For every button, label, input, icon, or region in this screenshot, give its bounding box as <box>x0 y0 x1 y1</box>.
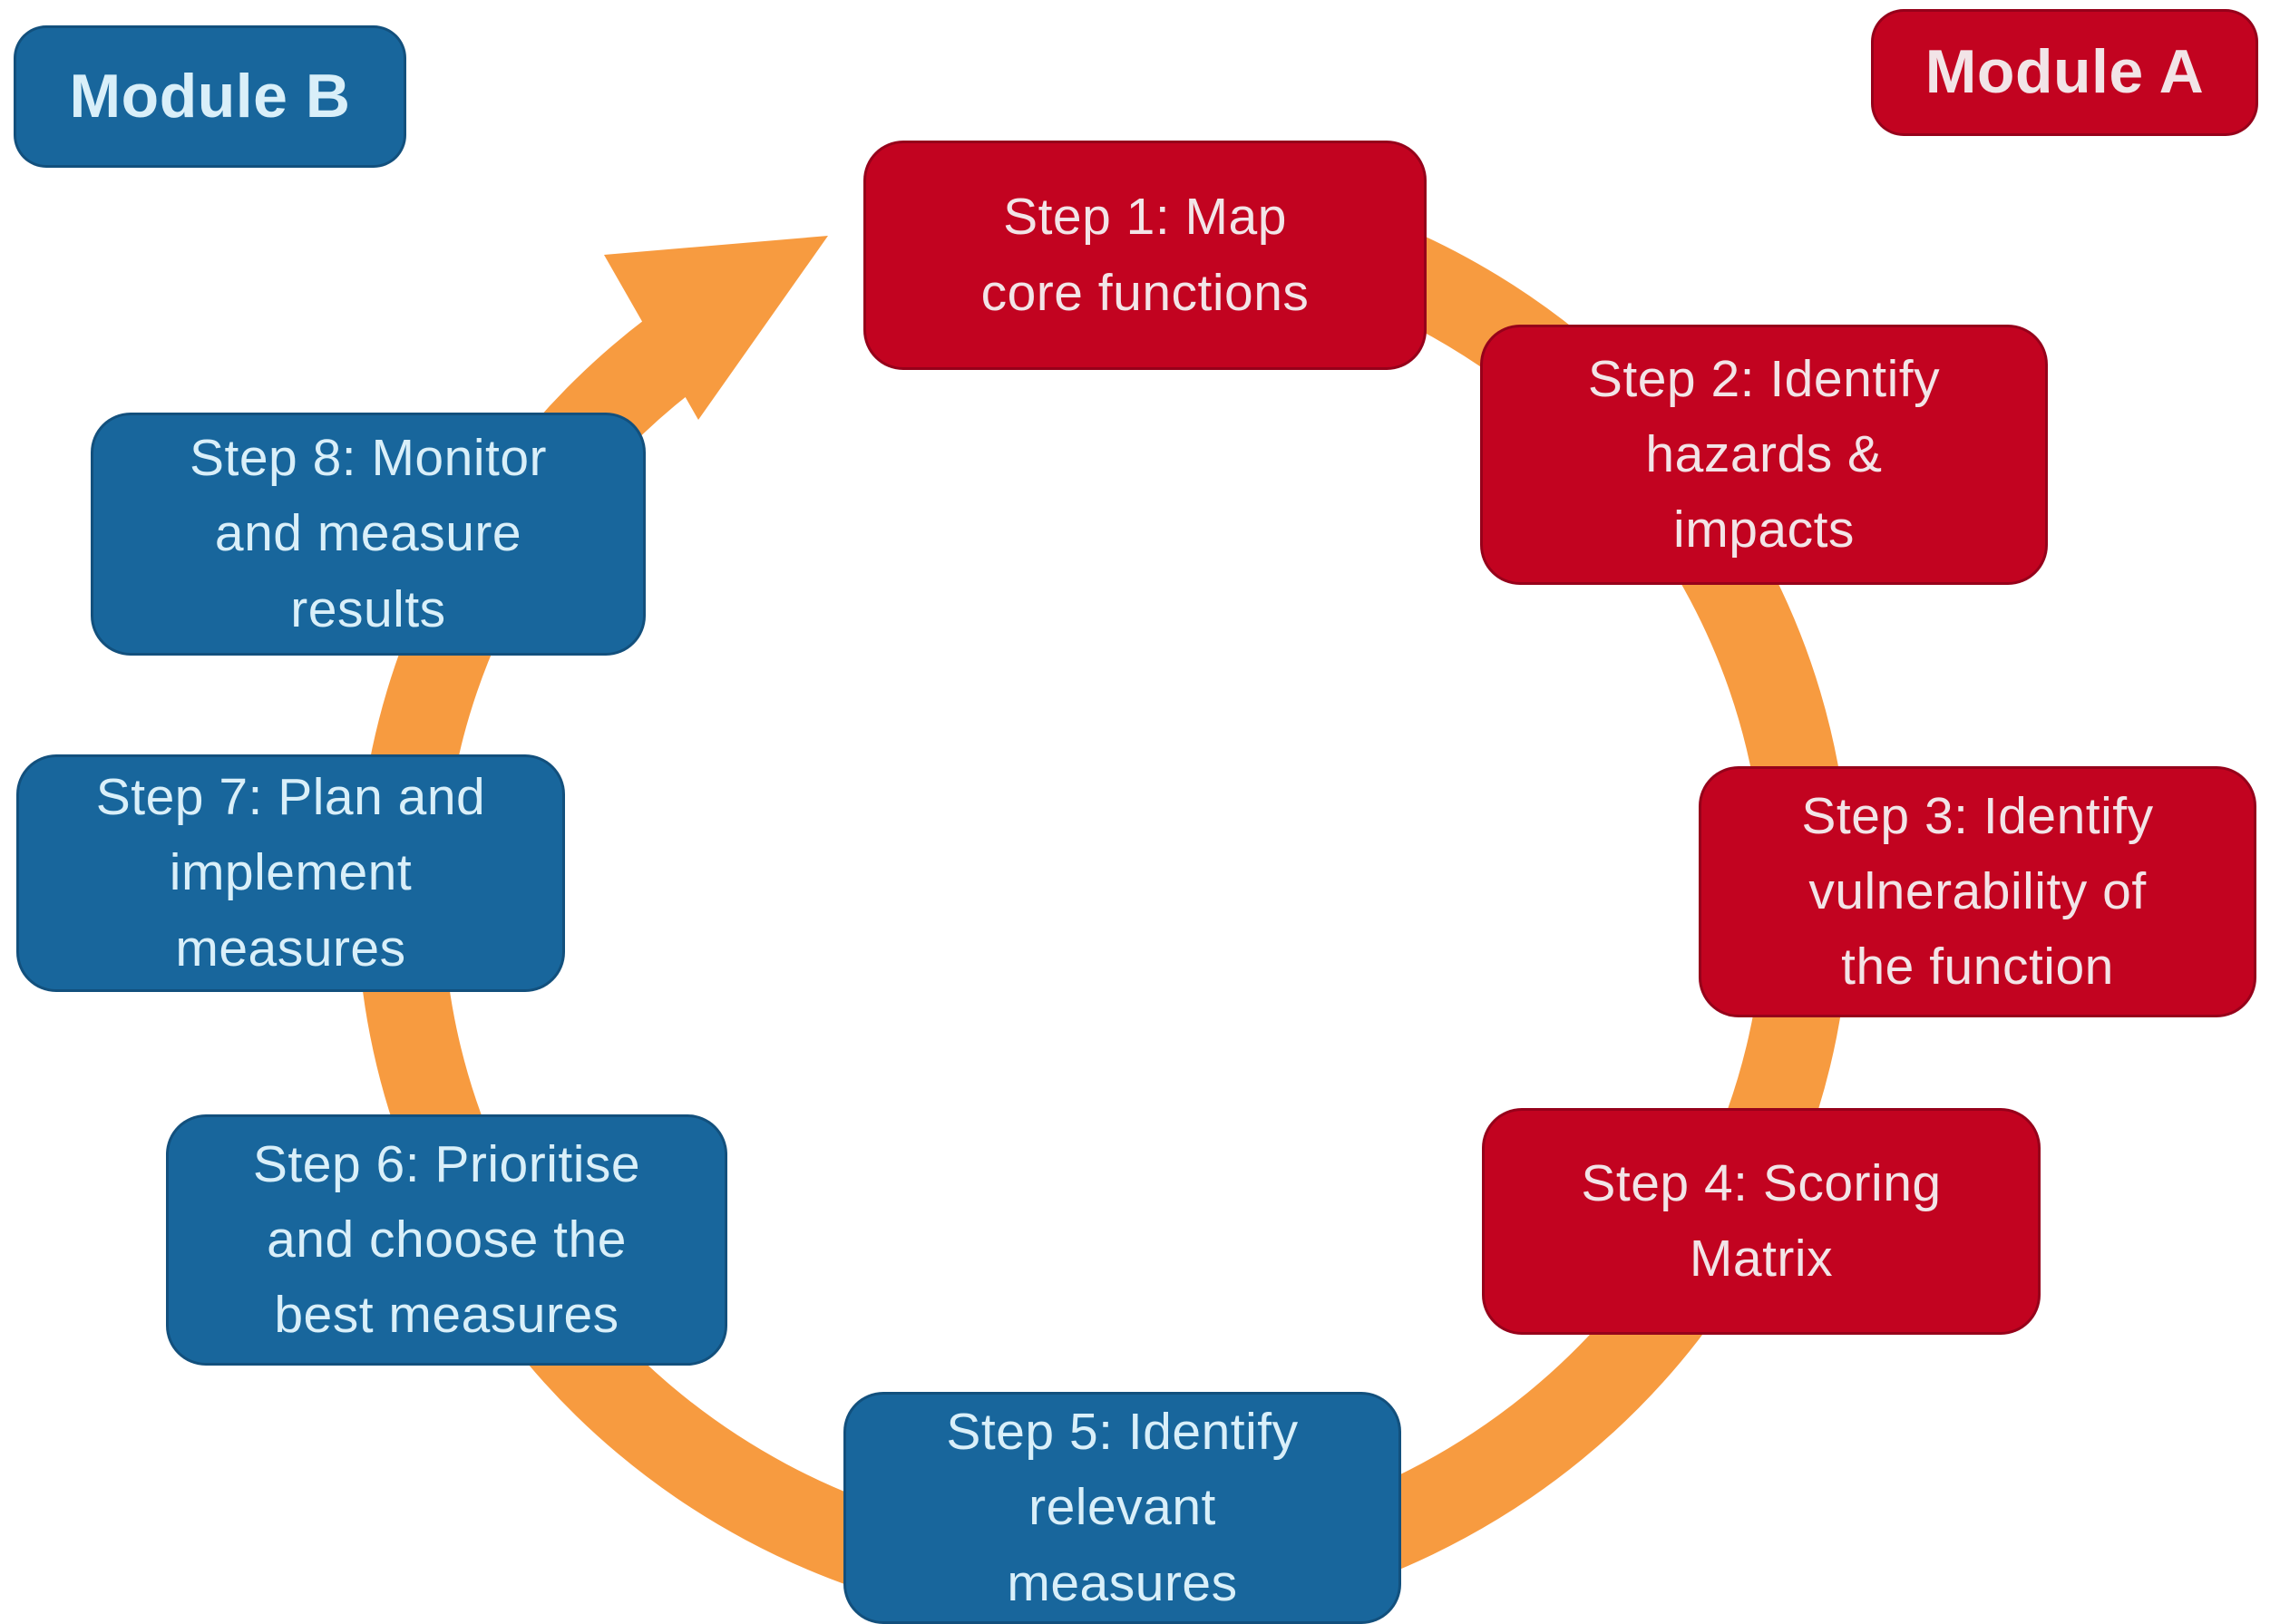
cycle-arrowhead-icon <box>604 236 828 420</box>
step-box-8: Step 8: Monitor and measure results <box>91 413 646 656</box>
step-box-3: Step 3: Identify vulnerability of the fu… <box>1699 766 2256 1017</box>
step-box-7: Step 7: Plan and implement measures <box>16 754 565 992</box>
module-b-badge: Module B <box>14 25 406 168</box>
step-box-1: Step 1: Map core functions <box>863 141 1427 370</box>
step-box-2: Step 2: Identify hazards & impacts <box>1480 325 2048 585</box>
step-box-4: Step 4: Scoring Matrix <box>1482 1108 2041 1335</box>
module-a-badge: Module A <box>1871 9 2258 136</box>
step-box-5: Step 5: Identify relevant measures <box>843 1392 1401 1624</box>
step-box-6: Step 6: Prioritise and choose the best m… <box>166 1114 727 1366</box>
